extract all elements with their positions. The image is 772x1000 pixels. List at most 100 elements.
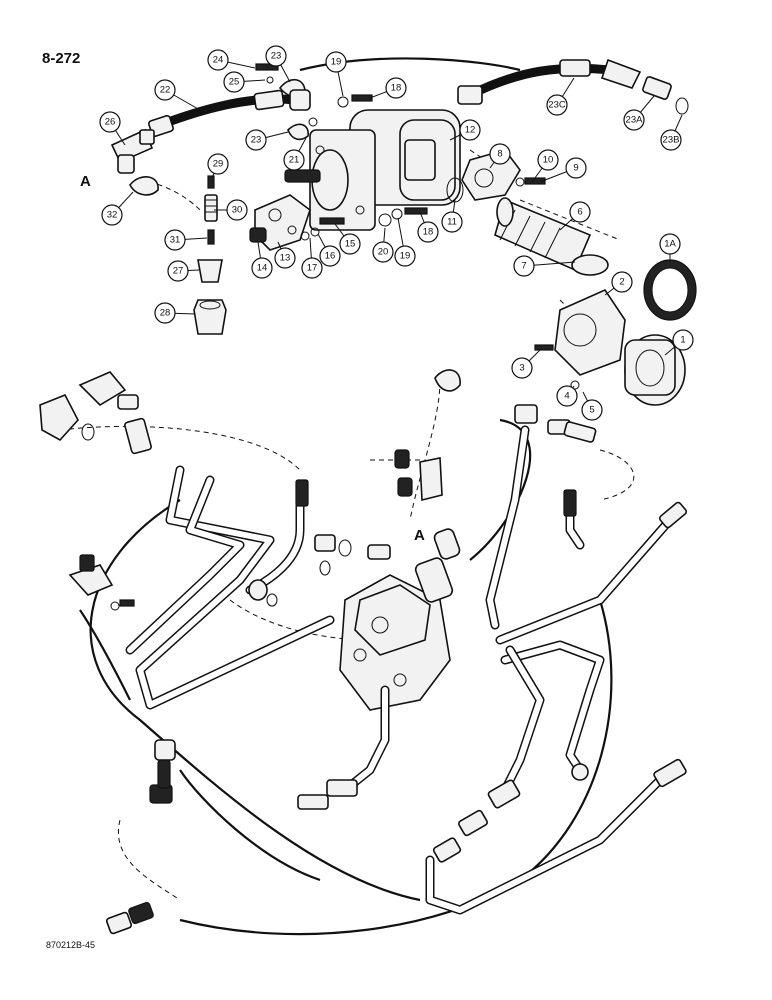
callout-label: 29 bbox=[213, 159, 224, 170]
callout-18: 18 bbox=[417, 211, 439, 243]
callout-bubble bbox=[659, 233, 681, 255]
callout-bubble bbox=[372, 241, 394, 263]
callout-bubble bbox=[581, 399, 603, 421]
callout-label: 2 bbox=[619, 277, 624, 288]
callout-bubble bbox=[489, 143, 511, 165]
outlet-flange bbox=[249, 194, 311, 251]
callout-bubble bbox=[207, 49, 229, 71]
callout-7: 7 bbox=[513, 255, 576, 277]
callout-10: 10 bbox=[531, 149, 559, 183]
callout-15: 15 bbox=[334, 223, 361, 255]
callout-bubble bbox=[265, 45, 287, 67]
callout-label: 15 bbox=[345, 239, 356, 250]
callout-20: 20 bbox=[372, 227, 394, 263]
callout-bubble bbox=[319, 245, 341, 267]
callout-23C: 23C bbox=[546, 77, 575, 116]
callout-23A: 23A bbox=[623, 95, 655, 131]
callout-18: 18 bbox=[369, 77, 407, 99]
suction-assembly bbox=[446, 149, 609, 276]
callout-19: 19 bbox=[394, 217, 416, 267]
callout-bubble bbox=[511, 357, 533, 379]
callout-bubble bbox=[301, 257, 323, 279]
callout-bubble bbox=[459, 119, 481, 141]
callout-24: 24 bbox=[207, 49, 256, 71]
callout-bubble bbox=[339, 233, 361, 255]
callout-label: 23 bbox=[251, 135, 262, 146]
callout-bubble bbox=[417, 221, 439, 243]
callout-3: 3 bbox=[511, 349, 541, 379]
callout-bubble bbox=[245, 129, 267, 151]
callout-13: 13 bbox=[274, 241, 296, 269]
callout-label: 19 bbox=[400, 251, 411, 262]
callout-label: 25 bbox=[229, 77, 240, 88]
dash-line-10 bbox=[139, 179, 201, 211]
callout-bubble bbox=[274, 247, 296, 269]
callout-22: 22 bbox=[154, 79, 201, 111]
callout-bubble bbox=[99, 111, 121, 133]
bolts-and-washers bbox=[300, 94, 428, 241]
control-valve bbox=[338, 528, 461, 711]
callout-label: 11 bbox=[447, 217, 457, 228]
elbow-fittings bbox=[39, 371, 152, 455]
guide-arc-left bbox=[89, 499, 421, 902]
callout-label: 19 bbox=[331, 57, 342, 68]
callout-14: 14 bbox=[251, 241, 273, 279]
callout-bubble bbox=[385, 77, 407, 99]
callout-label: 27 bbox=[173, 266, 184, 277]
callout-label: 28 bbox=[160, 308, 171, 319]
callout-label: 31 bbox=[170, 235, 181, 246]
callout-bubble bbox=[167, 260, 189, 282]
callout-bubble bbox=[164, 229, 186, 251]
callout-29: 29 bbox=[207, 153, 229, 179]
callout-12: 12 bbox=[449, 119, 481, 141]
callout-1: 1 bbox=[664, 329, 694, 356]
callout-17: 17 bbox=[301, 237, 323, 279]
callout-label: 4 bbox=[564, 391, 569, 402]
callout-label: 6 bbox=[577, 207, 582, 218]
page-number: 8-272 bbox=[42, 50, 81, 67]
dash-line-4 bbox=[409, 379, 441, 521]
callout-bubble bbox=[441, 211, 463, 233]
callout-label: 32 bbox=[107, 210, 118, 221]
callout-19: 19 bbox=[325, 51, 347, 97]
dash-line-1 bbox=[59, 425, 301, 471]
callout-1A: 1A bbox=[659, 233, 681, 262]
adapter-stack bbox=[193, 175, 227, 335]
callout-label: 13 bbox=[280, 253, 291, 264]
callout-21: 21 bbox=[283, 137, 307, 171]
callout-label: 5 bbox=[589, 405, 594, 416]
reference-letter-a-valve: A bbox=[414, 527, 425, 544]
callout-27: 27 bbox=[167, 260, 200, 282]
callout-bubble bbox=[672, 329, 694, 351]
hydraulic-pump bbox=[284, 109, 461, 231]
callout-bubble bbox=[207, 153, 229, 175]
callout-bubble bbox=[226, 199, 248, 221]
callout-label: 18 bbox=[423, 227, 434, 238]
callout-bubble bbox=[537, 149, 559, 171]
callout-bubble bbox=[513, 255, 535, 277]
callout-4: 4 bbox=[556, 385, 578, 407]
callout-bubble bbox=[569, 201, 591, 223]
callout-label: 23A bbox=[626, 115, 644, 126]
callout-11: 11 bbox=[441, 199, 463, 233]
callout-label: 26 bbox=[105, 117, 116, 128]
reference-letter-a: A bbox=[80, 173, 91, 190]
callout-bubble bbox=[660, 129, 682, 151]
callout-label: 10 bbox=[543, 155, 554, 166]
callout-bubble bbox=[325, 51, 347, 73]
callout-label: 12 bbox=[465, 125, 476, 136]
figure-id: 870212B-45 bbox=[46, 940, 96, 950]
callout-bubble bbox=[154, 302, 176, 324]
callout-6: 6 bbox=[559, 201, 591, 231]
callout-label: 3 bbox=[519, 363, 524, 374]
callout-23: 23 bbox=[265, 45, 291, 83]
callout-bubble bbox=[283, 149, 305, 171]
callout-bubble bbox=[556, 385, 578, 407]
steel-tubes bbox=[125, 425, 675, 915]
callout-label: 22 bbox=[160, 85, 171, 96]
inlet-hose bbox=[148, 89, 311, 138]
callout-25: 25 bbox=[223, 71, 266, 93]
